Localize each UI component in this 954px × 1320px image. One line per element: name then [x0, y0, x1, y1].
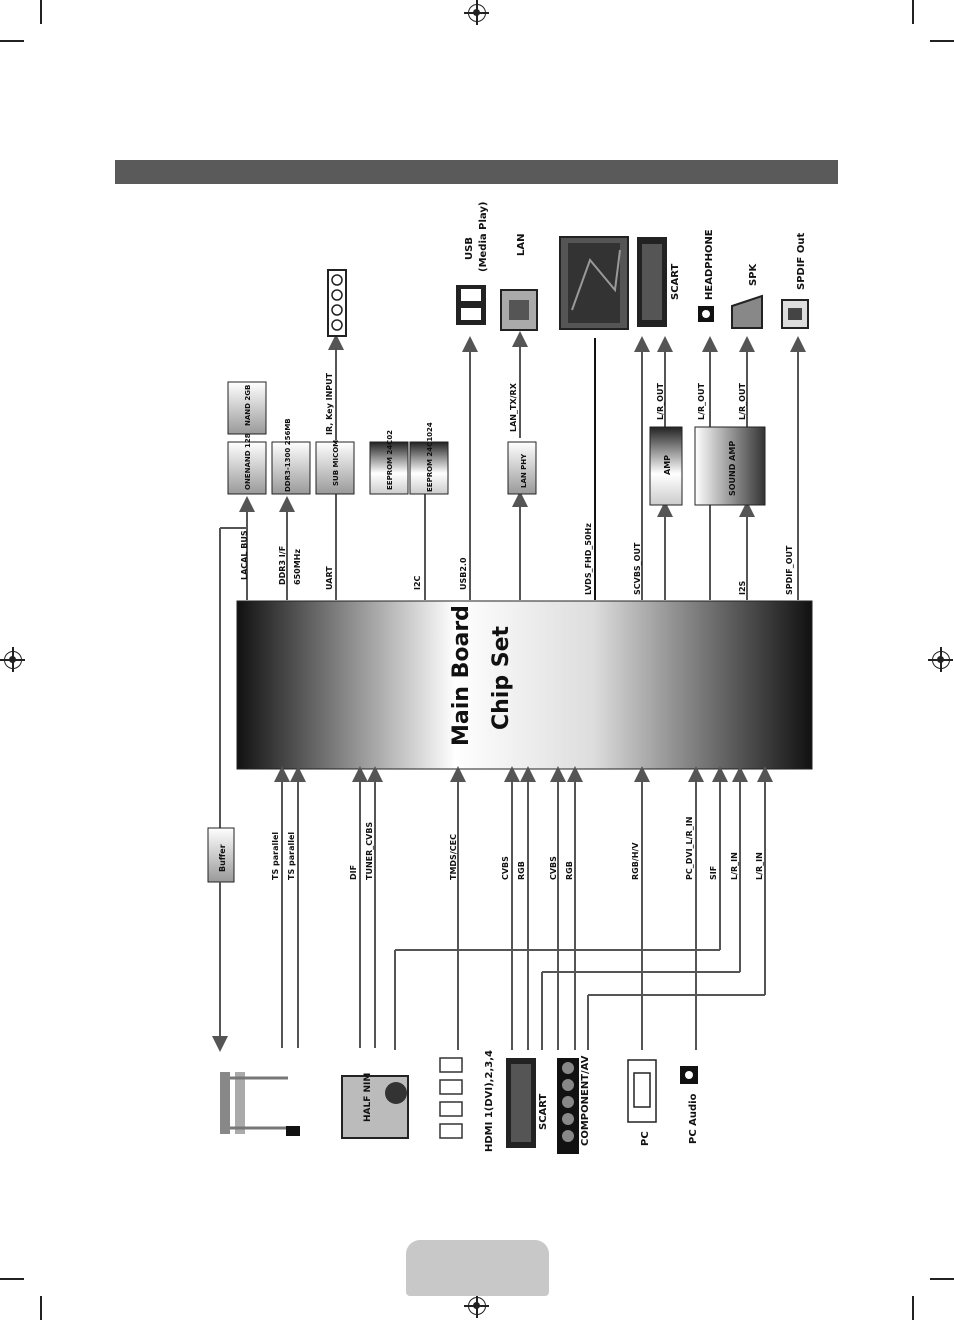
pc-vga-port-icon — [627, 1059, 657, 1123]
signal-dif: DIF — [349, 865, 358, 880]
speaker-icon — [731, 294, 763, 329]
input-pc-audio-label: PC Audio — [688, 1093, 699, 1144]
lan-phy-label: LAN PHY — [520, 453, 528, 488]
output-spk-label: SPK — [748, 262, 759, 286]
signal-lr-out-1: L/R_OUT — [656, 383, 665, 420]
signal-rgb2: RGB — [565, 861, 574, 880]
nand-block — [227, 381, 267, 435]
signal-spdif-out: SPDIF_OUT — [785, 545, 794, 595]
input-component-label: COMPONENT/AV — [580, 1055, 591, 1146]
buffer-block — [207, 827, 235, 883]
amp-label: AMP — [663, 455, 672, 475]
chip-label-line2: Chip Set — [489, 625, 514, 730]
ir-key-connector-icon — [327, 269, 347, 337]
display-panel-icon — [559, 236, 629, 330]
signal-rgbhv: RGB/H/V — [631, 842, 640, 880]
half-nim-tuner-icon — [341, 1075, 409, 1139]
ddr-label: DDR3-1300 256MB — [284, 418, 292, 492]
nand-label: NAND 2GB — [244, 385, 252, 426]
headphone-jack-icon — [698, 306, 714, 322]
signal-ts1: TS parallel — [271, 832, 280, 880]
crop-mark — [930, 1278, 954, 1280]
buffer-label: Buffer — [218, 844, 227, 872]
registration-mark-icon — [928, 647, 953, 672]
signal-ir-key: IR, Key INPUT — [325, 372, 334, 435]
signal-ddr-if: DDR3 I/F — [278, 546, 287, 585]
sound-amp-label: SOUND AMP — [728, 441, 737, 496]
crop-mark — [40, 1296, 42, 1320]
component-av-connector-icon — [557, 1058, 579, 1154]
output-usb-sub-label: (Media Play) — [478, 202, 489, 272]
signal-local-bus: LACAL BUS — [240, 530, 249, 580]
signal-cvbs2: CVBS — [549, 856, 558, 880]
signal-cvbs1: CVBS — [501, 856, 510, 880]
scart-output-connector-icon — [637, 237, 667, 327]
signal-tmds: TMDS/CEC — [449, 834, 458, 880]
registration-mark-icon — [0, 647, 25, 672]
registration-mark-icon — [464, 0, 489, 25]
crop-mark — [40, 0, 42, 24]
amp-block — [649, 426, 683, 506]
signal-sif: SIF — [709, 866, 718, 880]
output-spdif-label: SPDIF Out — [796, 233, 807, 290]
spdif-port-icon — [781, 299, 809, 329]
crop-mark — [0, 1278, 24, 1280]
crop-mark — [912, 0, 914, 24]
signal-lr-in-1: L/R_IN — [730, 852, 739, 880]
section-header-bar — [115, 160, 838, 184]
half-nim-label: HALF NIM — [363, 1073, 373, 1122]
input-pc-label: PC — [640, 1131, 651, 1146]
registration-mark-icon — [464, 1293, 489, 1318]
lan-phy-block — [507, 441, 537, 495]
input-scart-label: SCART — [538, 1093, 549, 1130]
block-diagram: Main Board Chip Set ONENAND 128MB NAND 2… — [120, 200, 850, 1200]
signal-lan-txrx: LAN_TX/RX — [509, 382, 518, 432]
usb-port-icon — [456, 285, 486, 325]
scart-input-connector-icon — [506, 1058, 536, 1148]
crop-mark — [930, 40, 954, 42]
pc-audio-jack-icon — [680, 1066, 698, 1084]
eeprom1-label: EEPROM 24C02 — [386, 430, 394, 490]
signal-pc-dvi: PC_DVI_L/R_IN — [685, 817, 694, 880]
signal-ts2: TS parallel — [287, 832, 296, 880]
output-lan-label: LAN — [516, 234, 527, 256]
hdmi-port-icon — [439, 1057, 463, 1139]
signal-ddr-clk: 650MHz — [293, 549, 302, 585]
eeprom2-label: EEPROM 24C1024 — [426, 422, 434, 492]
output-headphone-label: HEADPHONE — [704, 229, 715, 300]
signal-uart: UART — [325, 566, 334, 590]
signal-lr-out-2: L/R_OUT — [697, 383, 706, 420]
sub-micom-label: SUB MICOM — [332, 440, 340, 486]
signal-lvds: LVDS_FHD_50Hz — [584, 523, 593, 595]
eeprom1-block — [369, 441, 409, 495]
crop-mark — [0, 40, 24, 42]
input-hdmi-label: HDMI 1(DVI),2,3,4 — [484, 1050, 495, 1152]
crop-mark — [912, 1296, 914, 1320]
lan-port-icon — [500, 289, 538, 331]
signal-rgb1: RGB — [517, 861, 526, 880]
output-usb-label: USB — [464, 237, 475, 260]
signal-i2c: I2C — [413, 575, 422, 590]
signal-i2s: I2S — [738, 580, 747, 595]
main-board-chipset — [236, 600, 813, 770]
onenand-label: ONENAND 128MB — [244, 421, 252, 490]
ddr-block — [271, 441, 311, 495]
signal-usb: USB2.0 — [459, 557, 468, 590]
eeprom2-block — [409, 441, 449, 495]
signal-scvbs-out: SCVBS_OUT — [633, 542, 642, 595]
signal-tuner-cvbs: TUNER_CVBS — [365, 822, 374, 880]
tuner-cable-icon — [220, 1072, 300, 1136]
chip-label-line1: Main Board — [449, 605, 474, 746]
signal-lr-out-3: L/R_OUT — [738, 383, 747, 420]
page-number-tab — [406, 1240, 549, 1296]
onenand-block — [227, 441, 267, 495]
sub-micom-block — [315, 441, 355, 495]
signal-lr-in-2: L/R_IN — [755, 852, 764, 880]
output-scart-label: SCART — [670, 263, 681, 300]
sound-amp-block — [694, 426, 766, 506]
